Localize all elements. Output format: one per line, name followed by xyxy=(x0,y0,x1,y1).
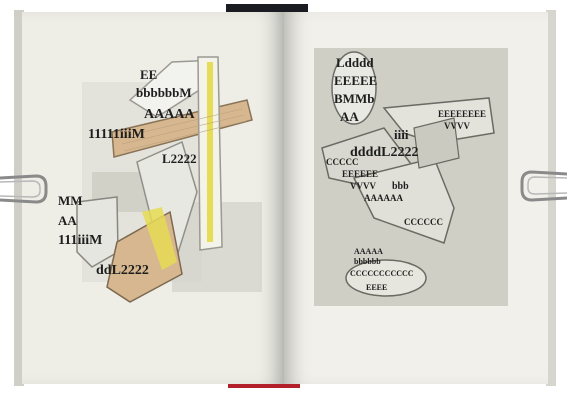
collage-text: bbbbbbM xyxy=(136,85,192,100)
collage-text: VVVV xyxy=(444,121,470,131)
collage-text: ddL2222 xyxy=(96,263,149,278)
collage-text: AAAAA xyxy=(144,107,195,122)
collage-text: AAAAA xyxy=(354,247,383,256)
collage-text: BMMb xyxy=(334,91,375,106)
collage-text: MM xyxy=(58,193,83,208)
collage-text: bbbbbb xyxy=(354,257,381,266)
right-page-artwork: Ldddd EEEEE BMMb AA EEEEEEEE VVVV iiii d… xyxy=(314,48,508,306)
collage-text: EEEEE xyxy=(334,73,378,88)
collage-text: CCCCCC xyxy=(404,217,443,227)
collage-text: AA xyxy=(340,109,359,124)
collage-text: CCCCCCCCCCC xyxy=(350,269,414,278)
collage-text: iiii xyxy=(394,127,409,142)
book-cover-edge-left xyxy=(14,10,24,386)
book-spine-top xyxy=(226,4,308,14)
collage-text: AAAAAA xyxy=(364,193,403,203)
collage-text: EEEEEEEE xyxy=(438,109,487,119)
collage-text: EEEE xyxy=(366,283,388,292)
collage-text: 111iiiM xyxy=(58,233,103,248)
collage-text: EEEEEE xyxy=(342,169,379,179)
binder-clip-right xyxy=(520,170,567,202)
book-spine-bottom xyxy=(228,380,300,388)
collage-text: bbb xyxy=(392,181,409,192)
left-page: EE bbbbbbM AAAAA 11111iiiM L2222 MM AA 1… xyxy=(22,12,284,384)
collage-text: CCCCC xyxy=(326,157,359,167)
left-page-artwork xyxy=(76,56,262,303)
collage-text: EE xyxy=(140,67,158,82)
binder-clip-left xyxy=(0,174,48,204)
collage-text: 11111iiiM xyxy=(88,127,145,142)
collage-text: Ldddd xyxy=(336,55,374,70)
collage-text: ddddL2222 xyxy=(350,145,419,160)
collage-text: VVVV xyxy=(350,181,376,191)
collage-text: L2222 xyxy=(162,151,197,166)
collage-text: AA xyxy=(58,213,77,228)
